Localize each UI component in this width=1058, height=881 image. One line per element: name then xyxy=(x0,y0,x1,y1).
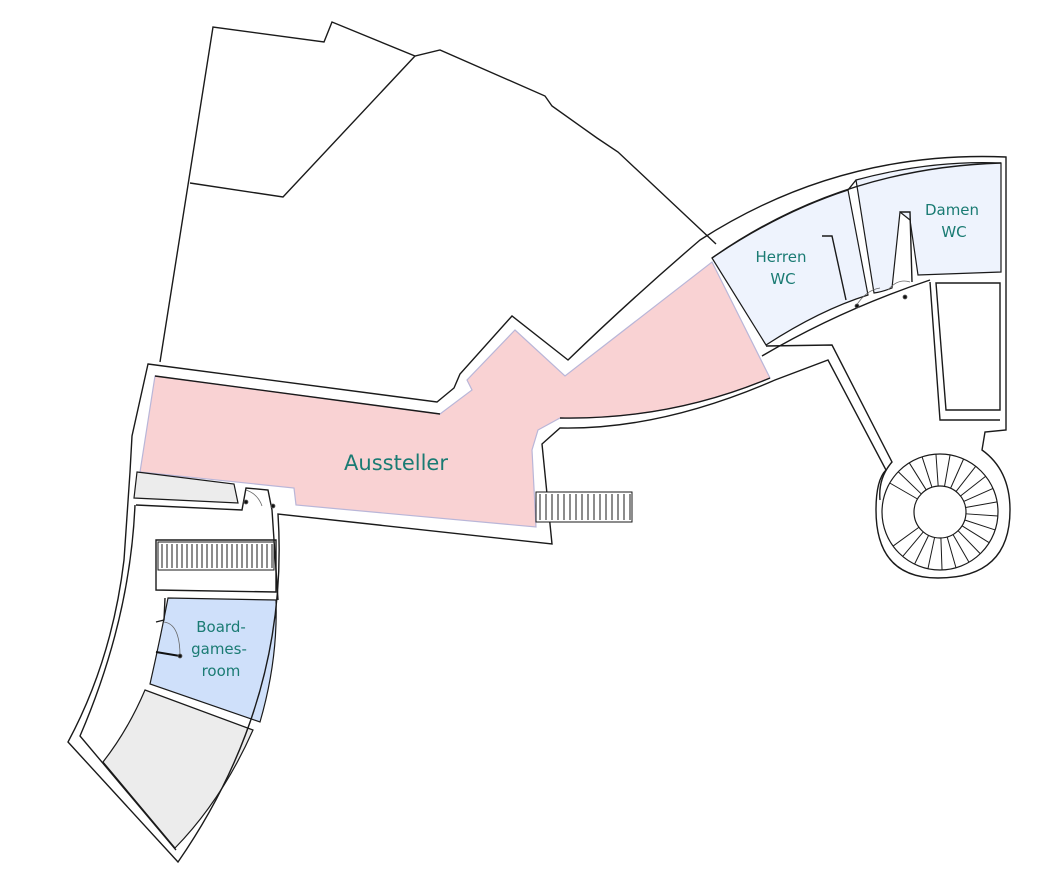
stair-tread xyxy=(961,525,990,544)
stair-tread xyxy=(902,531,924,557)
doors xyxy=(155,280,911,659)
stair-tread xyxy=(952,534,970,563)
stair-tread xyxy=(965,501,998,508)
door-boardgames xyxy=(163,621,181,657)
label-exhibitors: Aussteller xyxy=(344,451,448,475)
door-mens-wc xyxy=(855,287,881,307)
room-boardgames[interactable] xyxy=(149,597,277,723)
stair-tread xyxy=(957,530,981,555)
stair-tread xyxy=(921,456,933,488)
label-boardgames-line1: Board- xyxy=(196,618,246,636)
stair-tread xyxy=(960,475,987,497)
stair-tread xyxy=(914,535,930,565)
stair-tread xyxy=(927,537,936,569)
building-walls xyxy=(67,155,1011,864)
stair-tread xyxy=(935,454,939,487)
room-storage-upper[interactable] xyxy=(133,471,239,504)
door-hinge xyxy=(243,499,249,505)
stair-tread xyxy=(963,487,994,502)
stair-tread xyxy=(950,458,965,489)
label-mens-wc-line2: WC xyxy=(770,270,795,288)
upper-floor-outline xyxy=(159,21,717,363)
room-womens-wc[interactable] xyxy=(855,162,1002,294)
stair-tread xyxy=(908,462,927,491)
stair-tread xyxy=(944,454,951,487)
stair-tread xyxy=(955,465,977,492)
door-exhibitors-left xyxy=(245,489,263,507)
stair-tread xyxy=(897,471,922,495)
stair-tread xyxy=(889,482,918,500)
stair-tread xyxy=(940,537,943,570)
label-boardgames-line3: room xyxy=(202,662,241,680)
door-hinge xyxy=(902,294,908,300)
spiral-staircase xyxy=(881,453,999,571)
label-mens-wc-line1: Herren xyxy=(756,248,807,266)
label-womens-wc-line1: Damen xyxy=(925,201,979,219)
label-womens-wc-line2: WC xyxy=(941,223,966,241)
door-hinge xyxy=(177,653,183,659)
stair-tread xyxy=(946,536,957,568)
staircase-left xyxy=(157,541,275,571)
staircase-right xyxy=(535,491,633,523)
label-boardgames-line2: games- xyxy=(191,640,247,658)
stair-tread xyxy=(964,519,996,531)
door-hinge xyxy=(854,303,860,309)
stair-tread xyxy=(892,526,920,547)
door-womens-wc xyxy=(887,280,911,291)
door-hinge xyxy=(270,503,276,509)
stair-tread xyxy=(965,513,998,517)
